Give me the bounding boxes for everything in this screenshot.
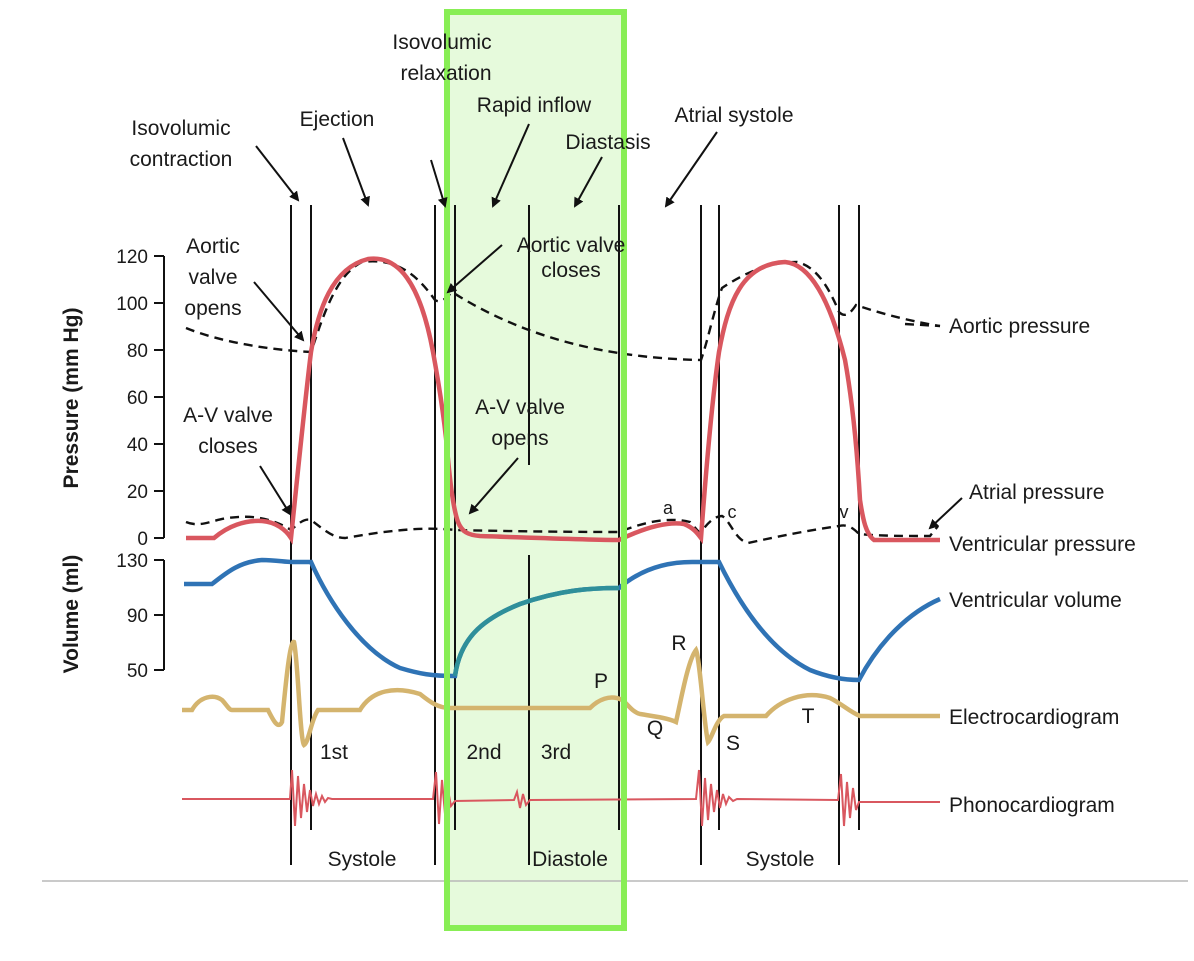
label-second-sound: 2nd bbox=[466, 741, 501, 764]
label-ejection: Ejection bbox=[300, 108, 375, 131]
trace-labels: Aortic pressure Atrial pressure Ventricu… bbox=[904, 315, 1136, 817]
label-wave-v: v bbox=[840, 502, 849, 522]
label-av-valve-closes-1: A-V valve bbox=[183, 404, 273, 427]
label-wave-t: T bbox=[802, 705, 815, 728]
label-wave-p: P bbox=[594, 670, 608, 693]
label-aortic-valve-opens-3: opens bbox=[184, 297, 241, 320]
tick-40: 40 bbox=[127, 435, 148, 456]
heart-sound-labels: 1st 2nd 3rd bbox=[320, 741, 571, 764]
label-isovolumic-relaxation-2: relaxation bbox=[400, 62, 491, 85]
tick-120: 120 bbox=[116, 247, 148, 268]
tick-130: 130 bbox=[116, 551, 148, 572]
pressure-axis bbox=[154, 255, 165, 539]
label-phonocardiogram: Phonocardiogram bbox=[949, 794, 1115, 817]
label-av-valve-opens-2: opens bbox=[491, 427, 548, 450]
tick-60: 60 bbox=[127, 388, 148, 409]
label-systole-2: Systole bbox=[746, 848, 815, 871]
cycle-labels: Systole Diastole Systole bbox=[328, 848, 815, 871]
tick-100: 100 bbox=[116, 294, 148, 315]
label-wave-r: R bbox=[671, 632, 686, 655]
label-isovolumic-relaxation-1: Isovolumic bbox=[392, 31, 491, 54]
volume-axis bbox=[154, 559, 165, 671]
label-systole-1: Systole bbox=[328, 848, 397, 871]
label-diastasis: Diastasis bbox=[565, 131, 650, 154]
label-third-sound: 3rd bbox=[541, 741, 571, 764]
volume-axis-title: Volume (ml) bbox=[60, 555, 83, 674]
label-isovolumic-contraction-2: contraction bbox=[130, 148, 233, 171]
label-electrocardiogram: Electrocardiogram bbox=[949, 706, 1119, 729]
label-wave-q: Q bbox=[647, 717, 663, 740]
ventricular-volume-highlight bbox=[452, 585, 620, 677]
highlight-border bbox=[444, 9, 627, 931]
phase-labels: Isovolumic contraction Ejection Isovolum… bbox=[130, 31, 794, 171]
label-av-valve-closes-2: closes bbox=[198, 435, 258, 458]
label-atrial-systole: Atrial systole bbox=[674, 104, 793, 127]
label-aortic-valve-opens-2: valve bbox=[188, 266, 237, 289]
pressure-ticks: 120 100 80 60 40 20 0 bbox=[116, 247, 148, 550]
pressure-axis-title: Pressure (mm Hg) bbox=[60, 308, 83, 489]
tick-80: 80 bbox=[127, 341, 148, 362]
label-isovolumic-contraction-1: Isovolumic bbox=[131, 117, 230, 140]
volume-ticks: 130 90 50 bbox=[116, 551, 148, 682]
label-wave-c: c bbox=[728, 502, 737, 522]
label-ventricular-volume: Ventricular volume bbox=[949, 589, 1122, 612]
tick-50: 50 bbox=[127, 661, 148, 682]
tick-90: 90 bbox=[127, 606, 148, 627]
aortic-pressure-leader bbox=[904, 322, 941, 328]
label-atrial-pressure: Atrial pressure bbox=[969, 481, 1104, 504]
label-ventricular-pressure: Ventricular pressure bbox=[949, 533, 1136, 556]
label-aortic-valve-closes-1: Aortic valve bbox=[517, 234, 626, 257]
aortic-pressure-curve bbox=[185, 260, 941, 362]
phase-arrows bbox=[253, 123, 963, 530]
label-aortic-pressure: Aortic pressure bbox=[949, 315, 1090, 338]
tick-20: 20 bbox=[127, 482, 148, 503]
label-first-sound: 1st bbox=[320, 741, 348, 764]
highlight-region bbox=[447, 12, 624, 928]
label-wave-a: a bbox=[663, 498, 674, 518]
label-av-valve-opens-1: A-V valve bbox=[475, 396, 565, 419]
ventricular-pressure-curve bbox=[186, 256, 940, 545]
phonocardiogram-curve bbox=[182, 769, 940, 827]
label-rapid-inflow: Rapid inflow bbox=[477, 94, 592, 117]
label-wave-s: S bbox=[726, 732, 740, 755]
tick-0: 0 bbox=[137, 529, 148, 550]
atrial-pressure-curve bbox=[185, 514, 939, 545]
label-aortic-valve-opens-1: Aortic bbox=[186, 235, 240, 258]
wave-labels: a c v P Q R S T bbox=[594, 498, 849, 755]
label-aortic-valve-closes-2: closes bbox=[541, 259, 601, 282]
label-diastole: Diastole bbox=[532, 848, 608, 871]
event-labels: Aortic valve opens Aortic valve closes A… bbox=[183, 234, 625, 458]
